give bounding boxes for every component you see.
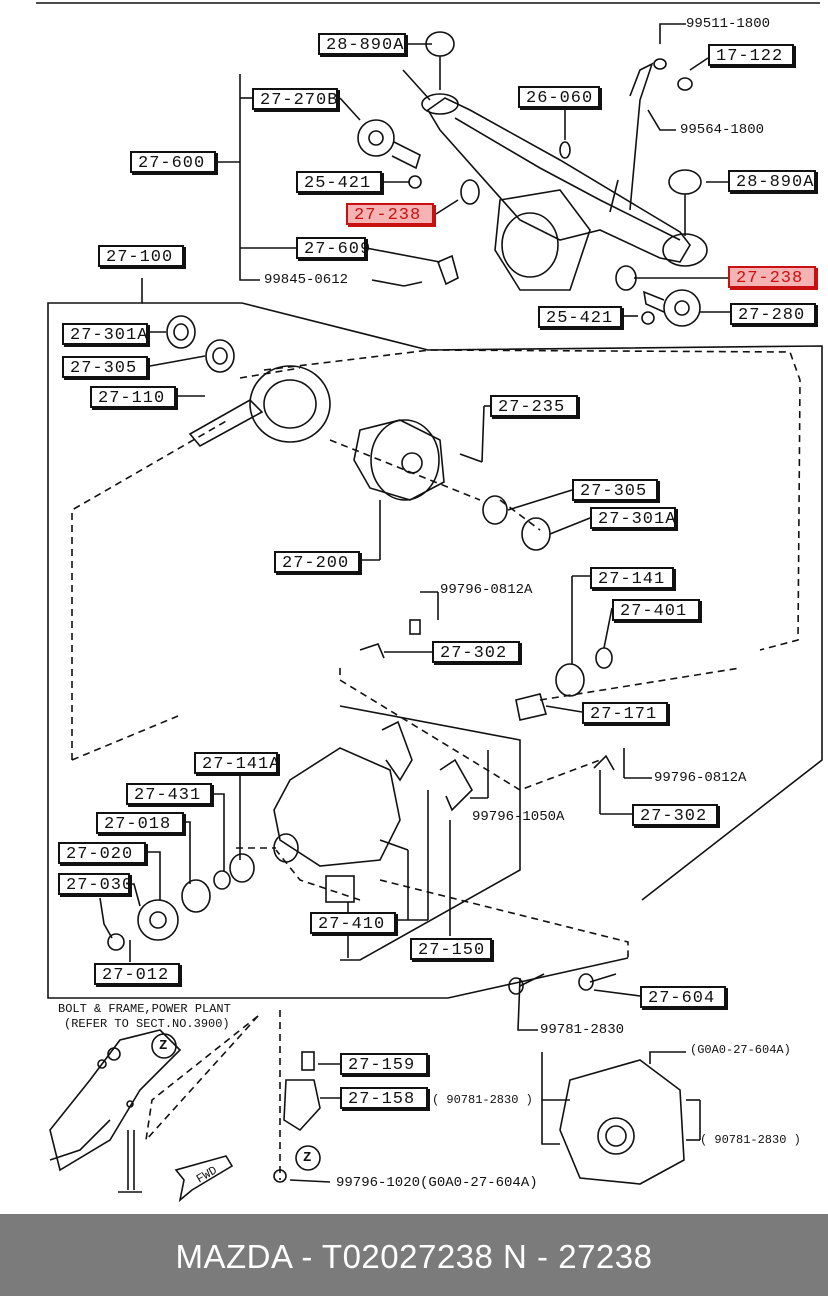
- text-99796-0812a-top: 99796-0812A: [440, 582, 533, 598]
- text-99845-0612: 99845-0612: [264, 272, 349, 288]
- part-label-27-238-right: 27-238: [728, 266, 816, 288]
- text-99796-1050a: 99796-1050A: [472, 809, 565, 825]
- part-label-27-141a: 27-141A: [194, 752, 279, 774]
- text-g0a0-27-604a: (G0A0-27-604A): [690, 1043, 791, 1057]
- part-label-27-141: 27-141: [590, 567, 674, 589]
- part-label-27-018: 27-018: [96, 812, 184, 834]
- part-label-27-100: 27-100: [98, 245, 184, 267]
- footer-part-number: MAZDA - T02027238 N - 27238: [175, 1238, 653, 1275]
- text-90781-2830-right: ( 90781-2830 ): [700, 1133, 801, 1147]
- text-99796-1020: 99796-1020(G0A0-27-604A): [336, 1175, 538, 1191]
- part-label-27-158: 27-158: [340, 1087, 428, 1109]
- part-label-27-150: 27-150: [410, 938, 492, 960]
- part-label-27-302-top: 27-302: [432, 641, 520, 663]
- part-label-27-171: 27-171: [582, 702, 668, 724]
- text-99564-1800: 99564-1800: [680, 122, 765, 138]
- part-label-27-238-left: 27-238: [346, 203, 434, 225]
- part-label-27-280: 27-280: [730, 303, 816, 325]
- part-label-27-609: 27-609: [296, 237, 370, 259]
- part-label-27-401: 27-401: [612, 599, 700, 621]
- part-label-27-604: 27-604: [640, 986, 726, 1008]
- part-label-27-020: 27-020: [58, 842, 146, 864]
- footer-bar: MAZDA - T02027238 N - 27238: [0, 1214, 828, 1296]
- part-label-27-301a-right: 27-301A: [590, 507, 676, 529]
- text-z-marker-2: Z: [303, 1150, 312, 1166]
- part-label-27-012: 27-012: [94, 963, 180, 985]
- part-label-28-890a-top: 28-890A: [318, 33, 406, 55]
- part-label-27-270b: 27-270B: [252, 88, 338, 110]
- exploded-view-drawing: [36, 2, 823, 1203]
- text-bolt-frame-power-plant: BOLT & FRAME,POWER PLANT: [58, 1002, 231, 1016]
- part-label-27-110: 27-110: [90, 386, 176, 408]
- part-label-25-421-right: 25-421: [538, 306, 622, 328]
- part-label-27-301a-left: 27-301A: [62, 323, 148, 345]
- part-label-27-410: 27-410: [310, 912, 396, 934]
- part-label-17-122: 17-122: [708, 44, 794, 66]
- part-label-27-305-right: 27-305: [572, 479, 658, 501]
- part-label-27-159: 27-159: [340, 1053, 428, 1075]
- part-label-27-302-right: 27-302: [632, 804, 718, 826]
- text-99511-1800: 99511-1800: [686, 16, 771, 32]
- part-label-26-060: 26-060: [518, 86, 600, 108]
- text-90781-2830-left: ( 90781-2830 ): [432, 1093, 533, 1107]
- part-label-27-431: 27-431: [126, 783, 212, 805]
- part-label-27-030: 27-030: [58, 873, 132, 895]
- part-label-27-235: 27-235: [490, 395, 578, 417]
- text-refer-to-section: (REFER TO SECT.NO.3900): [64, 1017, 230, 1031]
- text-z-marker-1: Z: [159, 1038, 168, 1054]
- part-label-27-200: 27-200: [274, 551, 360, 573]
- part-label-28-890a-right: 28-890A: [728, 170, 816, 192]
- part-label-27-305-left: 27-305: [62, 356, 148, 378]
- text-99796-0812a-right: 99796-0812A: [654, 770, 747, 786]
- part-label-25-421-top: 25-421: [296, 171, 382, 193]
- part-label-27-600: 27-600: [130, 151, 216, 173]
- text-99781-2830: 99781-2830: [540, 1022, 625, 1038]
